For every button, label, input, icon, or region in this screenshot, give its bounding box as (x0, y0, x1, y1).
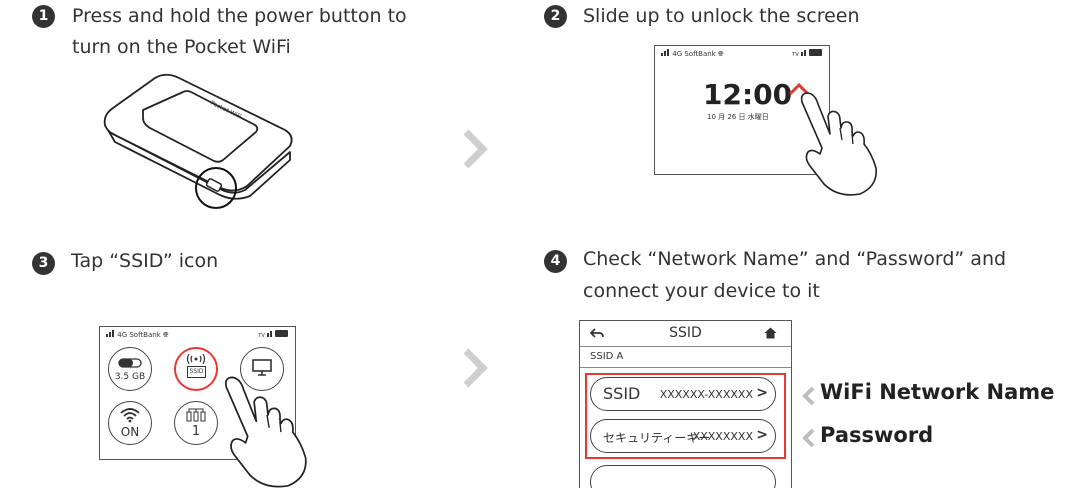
ssid-screen-title: SSID (669, 325, 702, 341)
carrier-label: 4G SoftBank (117, 331, 161, 339)
security-key-row-value: XXXXXXXX (692, 430, 753, 443)
connected-devices-button[interactable]: 1 (174, 401, 218, 445)
security-key-row-label: セキュリティーキー (603, 431, 711, 445)
tv-label: TV (258, 333, 265, 339)
network-name-callout: WiFi Network Name (820, 380, 1055, 404)
next-step-chevron-icon (463, 348, 488, 388)
ssid-screen: SSID SSID A SSID XXXXXX-XXXXXX > セキュリティー… (579, 320, 792, 488)
step-1-number: 1 (32, 5, 55, 28)
ssid-icon-label: SSID (187, 366, 206, 378)
ssid-subheader-label: SSID A (590, 351, 624, 362)
hand-pointer-icon (800, 92, 877, 196)
data-usage-label: 3.5 GB (114, 372, 146, 382)
wifi-broadcast-icon (186, 353, 206, 365)
carrier-label: 4G SoftBank (672, 50, 716, 58)
display-button[interactable] (240, 347, 284, 391)
status-bar: 4G SoftBank 🌐︎ TV (655, 46, 829, 60)
home-icon[interactable] (764, 327, 777, 339)
callout-pointer-icon (802, 386, 815, 406)
chevron-right-icon: > (756, 427, 768, 443)
globe-icon: 🌐︎ (162, 331, 169, 339)
step-1-text-line2: turn on the Pocket WiFi (72, 36, 291, 58)
step-4-number: 4 (544, 250, 567, 273)
ssid-row-label: SSID (603, 384, 641, 403)
step-2-number: 2 (544, 5, 567, 28)
device-count: 1 (191, 424, 201, 439)
callout-pointer-icon (802, 428, 815, 448)
battery-icon (801, 49, 822, 56)
wifi-toggle-button[interactable]: ON (108, 401, 152, 445)
wifi-icon (120, 408, 140, 423)
ssid-subheader: SSID A (580, 347, 791, 368)
tv-label: TV (792, 52, 799, 58)
ssid-row-value: XXXXXX-XXXXXX (659, 388, 753, 401)
next-step-chevron-icon (463, 129, 488, 169)
ssid-button[interactable]: SSID (174, 347, 218, 391)
ssid-row[interactable]: SSID XXXXXX-XXXXXX > (590, 377, 776, 411)
hand-pointer-icon (224, 376, 307, 488)
back-arrow-icon[interactable] (590, 327, 604, 339)
signal-icon (106, 330, 114, 337)
ssid-header: SSID (580, 321, 791, 347)
step-4-text-line1: Check “Network Name” and “Password” and (583, 248, 1007, 270)
step-3-number: 3 (32, 252, 55, 275)
step-1-text-line1: Press and hold the power button to (72, 5, 407, 27)
connected-devices-icon (186, 408, 206, 422)
password-callout: Password (820, 423, 934, 447)
data-usage-bar-icon (118, 358, 142, 368)
swipe-up-arrow-icon (788, 82, 810, 96)
wifi-status-label: ON (120, 425, 140, 439)
lock-date: 10 月 26 日 水曜日 (707, 113, 769, 121)
globe-icon: 🌐︎ (717, 50, 724, 58)
pocket-wifi-device-illustration: Pocket WiFi (103, 73, 293, 209)
highlight-box (585, 373, 786, 459)
step-3-text: Tap “SSID” icon (71, 250, 219, 272)
next-row-partial[interactable] (590, 465, 776, 488)
step-2-text: Slide up to unlock the screen (583, 5, 860, 27)
chevron-right-icon: > (756, 385, 768, 401)
data-usage-button[interactable]: 3.5 GB (108, 347, 152, 391)
lock-time: 12:00 (703, 78, 793, 111)
security-key-row[interactable]: セキュリティーキー XXXXXXXX > (590, 419, 776, 453)
lock-screen: 4G SoftBank 🌐︎ TV 12:00 10 月 26 日 水曜日 (654, 45, 830, 175)
status-bar: 4G SoftBank 🌐︎ TV (100, 327, 295, 341)
step-4-text-line2: connect your device to it (583, 280, 820, 302)
battery-icon (267, 330, 288, 337)
monitor-icon (252, 359, 272, 376)
signal-icon (661, 49, 669, 56)
